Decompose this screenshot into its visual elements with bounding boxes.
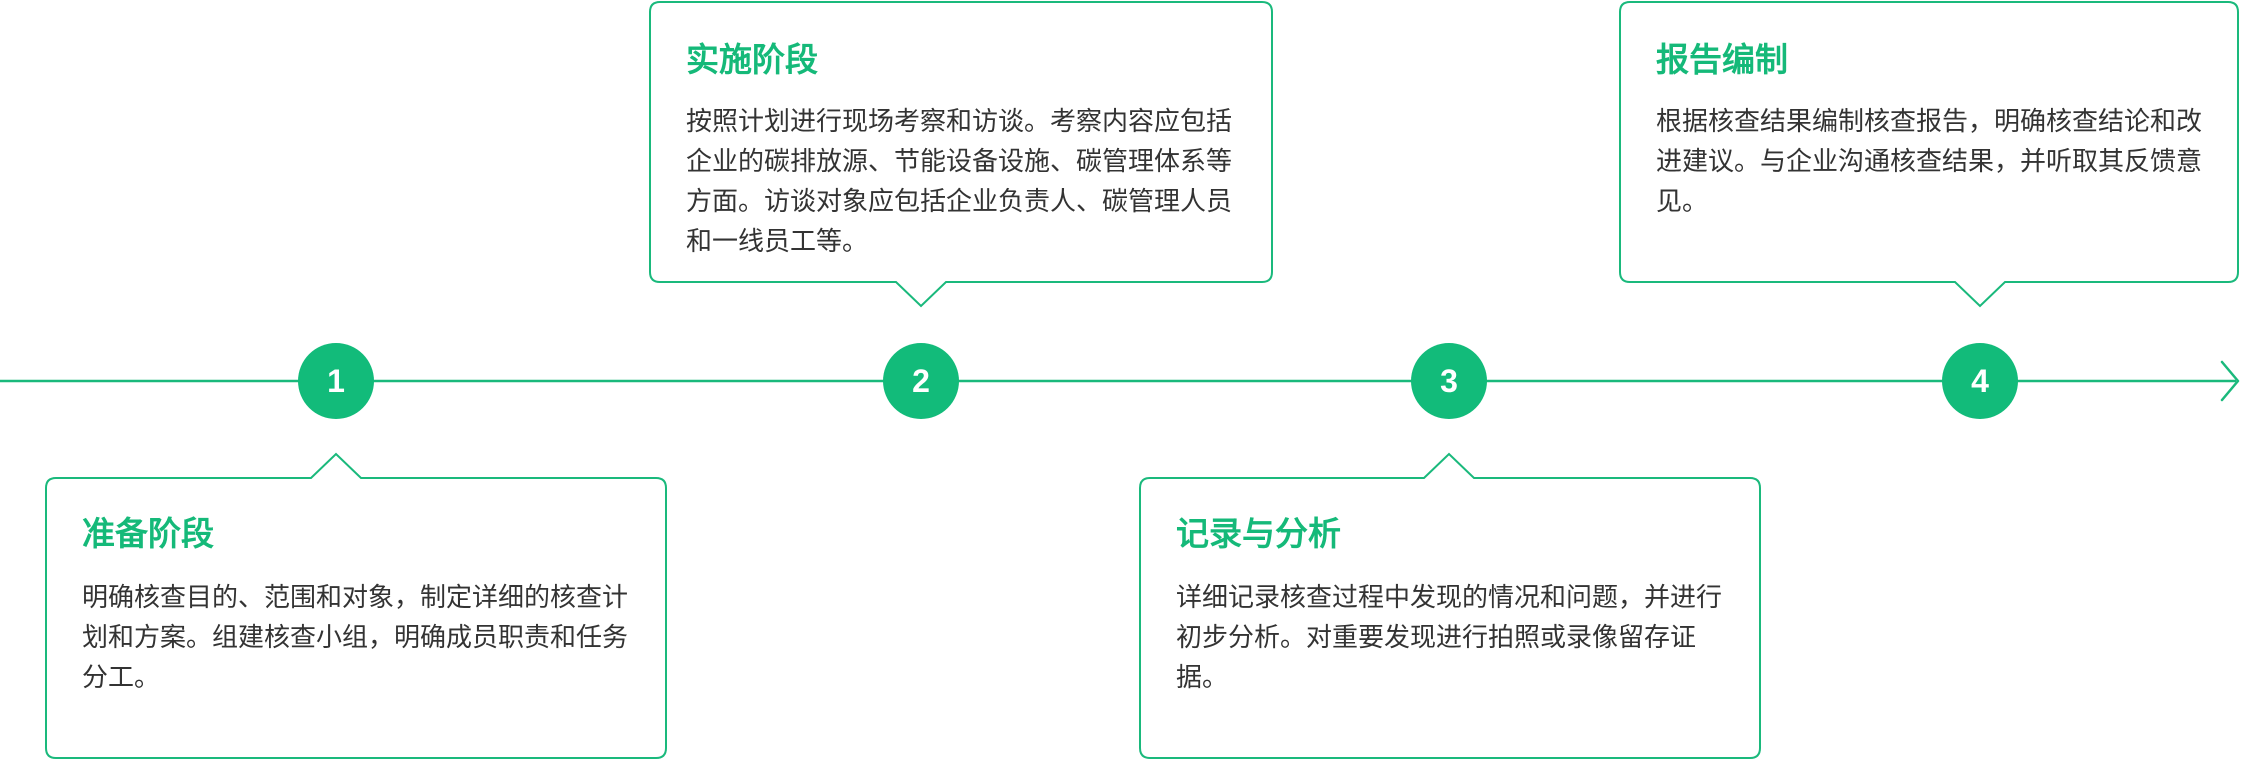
callout-box-step-4 xyxy=(1619,1,2239,308)
step-description: 明确核查目的、范围和对象，制定详细的核查计划和方案。组建核查小组，明确成员职责和… xyxy=(82,583,629,693)
step-card-1: 准备阶段 明确核查目的、范围和对象，制定详细的核查计划和方案。组建核查小组，明确… xyxy=(46,478,666,758)
step-marker-4 xyxy=(1942,343,2018,419)
step-title: 实施阶段 xyxy=(686,40,818,79)
step-marker-3 xyxy=(1411,343,1487,419)
step-card-3: 记录与分析 详细记录核查过程中发现的情况和问题，并进行初步分析。对重要发现进行拍… xyxy=(1140,478,1760,758)
step-number-2: 2 xyxy=(912,363,930,399)
step-number-3: 3 xyxy=(1440,363,1458,399)
timeline-arrowhead xyxy=(2220,360,2240,402)
step-title: 记录与分析 xyxy=(1176,514,1341,553)
callout-box-step-1 xyxy=(45,452,667,759)
callout-box-step-2 xyxy=(649,1,1273,308)
step-marker-1 xyxy=(298,343,374,419)
step-card-4: 报告编制 根据核查结果编制核查报告，明确核查结论和改进建议。与企业沟通核查结果，… xyxy=(1620,2,2238,282)
step-number-4: 4 xyxy=(1971,363,1989,399)
step-description: 按照计划进行现场考察和访谈。考察内容应包括企业的碳排放源、节能设备设施、碳管理体… xyxy=(686,107,1233,257)
step-title: 报告编制 xyxy=(1656,40,1788,79)
step-number-1: 1 xyxy=(327,363,345,399)
step-card-2: 实施阶段 按照计划进行现场考察和访谈。考察内容应包括企业的碳排放源、节能设备设施… xyxy=(650,2,1272,282)
step-marker-2 xyxy=(883,343,959,419)
step-title: 准备阶段 xyxy=(82,514,214,553)
step-description: 详细记录核查过程中发现的情况和问题，并进行初步分析。对重要发现进行拍照或录像留存… xyxy=(1176,583,1723,693)
callout-box-step-3 xyxy=(1139,452,1761,759)
step-description: 根据核查结果编制核查报告，明确核查结论和改进建议。与企业沟通核查结果，并听取其反… xyxy=(1656,107,2203,217)
